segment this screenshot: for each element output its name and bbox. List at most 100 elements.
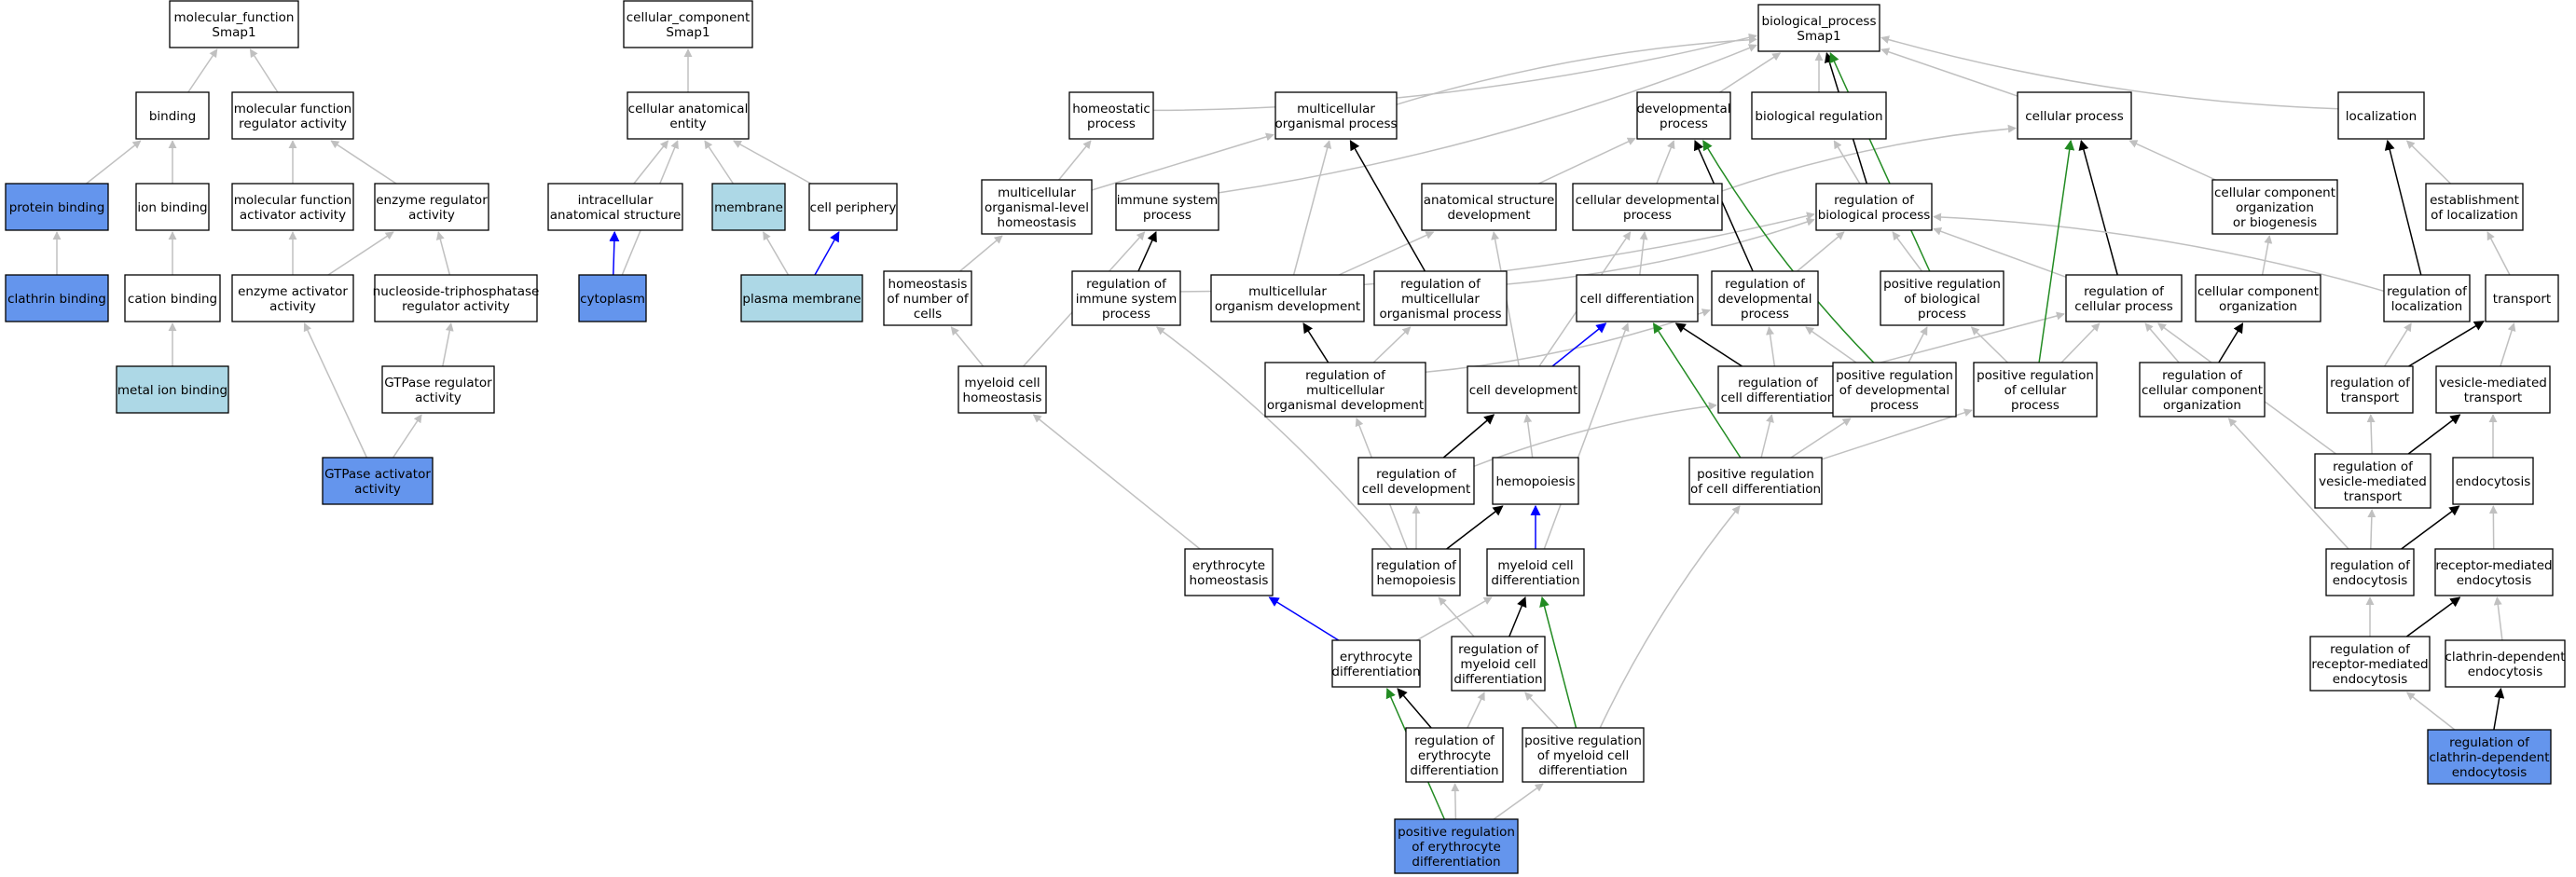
node-label-line: multicellular xyxy=(998,185,1076,200)
node-box xyxy=(2139,362,2266,418)
edge-cytoplasm-to-ias xyxy=(609,230,620,276)
node-label-line: of cell differentiation xyxy=(1690,482,1821,497)
node-label-line: GTPase activator xyxy=(324,467,431,482)
edge-posregcelldiff-to-posregdev xyxy=(1790,418,1852,459)
node-label-line: localization xyxy=(2346,109,2417,124)
node-label-line: regulation of xyxy=(2330,642,2411,657)
edge-regloc-to-localization xyxy=(2384,139,2422,276)
node-label-line: regulation of xyxy=(2330,376,2411,391)
node-box xyxy=(1405,727,1504,783)
node-box xyxy=(1071,270,1181,326)
edge-regcelldiff-to-regdev xyxy=(1766,326,1776,367)
node-box xyxy=(1636,91,1731,140)
node-label-line: activity xyxy=(408,208,455,223)
node-box xyxy=(1973,362,2098,418)
node-label-line: regulation of xyxy=(1400,277,1481,292)
node-box xyxy=(740,274,863,322)
node-ionbind: ion binding xyxy=(135,183,210,231)
node-cationbind: cation binding xyxy=(124,274,221,322)
edge-regmulti-to-multiproc xyxy=(1349,140,1426,272)
node-box xyxy=(1688,457,1823,505)
node-box xyxy=(2427,729,2552,785)
edge-regdev-to-devproc xyxy=(1693,139,1754,272)
node-box xyxy=(116,365,229,414)
edges-layer xyxy=(52,33,2516,820)
node-box xyxy=(381,365,495,414)
node-label-line: of cellular xyxy=(2004,383,2067,398)
node-label-line: regulation of xyxy=(2330,558,2411,573)
node-label-line: of myeloid cell xyxy=(1537,748,1630,763)
node-label-line: cellular component xyxy=(2214,185,2335,200)
node-label-line: vesicle-mediated xyxy=(2319,474,2427,489)
node-label-line: hemopoiesis xyxy=(1496,474,1576,489)
node-label-line: cell development xyxy=(1362,482,1471,497)
node-label-line: cytoplasm xyxy=(580,292,645,307)
edge-membrane-to-cae xyxy=(704,140,735,185)
node-label-line: process xyxy=(1741,307,1789,322)
node-label-line: endocytosis xyxy=(2333,573,2407,588)
node-cellproc: cellular process xyxy=(2017,91,2132,140)
node-label-line: biological_process xyxy=(1762,14,1877,29)
edge-vmt-to-transport xyxy=(2500,322,2516,367)
node-box xyxy=(124,274,221,322)
node-box xyxy=(1880,270,2004,326)
node-label-line: localization xyxy=(2391,299,2462,314)
node-box xyxy=(2452,457,2534,505)
node-box xyxy=(1210,274,1365,322)
node-cytoplasm: cytoplasm xyxy=(578,274,647,322)
node-label-line: myeloid cell xyxy=(1497,558,1573,573)
edge-regcelldiff-to-celldiff xyxy=(1674,322,1743,367)
node-label-line: receptor-mediated xyxy=(2435,558,2552,573)
node-box xyxy=(2065,274,2183,322)
node-box xyxy=(2325,548,2415,596)
node-label-line: binding xyxy=(149,109,196,124)
edge-regtrans-to-regloc xyxy=(2383,322,2412,367)
node-label-line: plasma membrane xyxy=(742,292,861,307)
node-label-line: protein binding xyxy=(9,200,105,215)
node-label-line: process xyxy=(1870,398,1919,413)
node-localization: localization xyxy=(2337,91,2425,140)
edge-multidev-to-anatdev xyxy=(1338,231,1435,276)
node-box xyxy=(623,0,753,48)
node-box xyxy=(374,183,489,231)
edge-gtpact-to-enzact xyxy=(303,322,368,459)
node-box xyxy=(1184,548,1274,596)
edge-cellper-to-cae xyxy=(733,140,812,185)
edge-erythdiff-to-erythhomeo xyxy=(1268,596,1340,641)
node-label-line: activator activity xyxy=(240,208,346,223)
node-box xyxy=(322,457,434,505)
edge-homeonum-to-mlhomeo xyxy=(959,235,1003,272)
node-box xyxy=(5,183,109,231)
node-box xyxy=(1757,4,1880,52)
edge-regcell-to-regbio xyxy=(1933,226,2067,279)
edge-posregmcdiff-to-regmcdiff xyxy=(1524,692,1559,729)
node-label-line: receptor-mediated xyxy=(2311,657,2428,672)
node-label-line: organismal development xyxy=(1267,398,1424,413)
node-box xyxy=(1068,91,1154,140)
node-label-line: of developmental xyxy=(1839,383,1949,398)
node-box xyxy=(883,270,972,326)
node-box xyxy=(2485,274,2559,322)
node-label-line: organization xyxy=(2163,398,2241,413)
node-box xyxy=(2211,179,2338,235)
node-label-line: hemopoiesis xyxy=(1377,573,1456,588)
node-label-line: cellular process xyxy=(2074,299,2173,314)
node-metalbind: metal ion binding xyxy=(116,365,229,414)
edge-devproc-to-bp xyxy=(1719,52,1782,93)
node-label-line: entity xyxy=(669,116,706,131)
node-label-line: regulation of xyxy=(1086,277,1167,292)
